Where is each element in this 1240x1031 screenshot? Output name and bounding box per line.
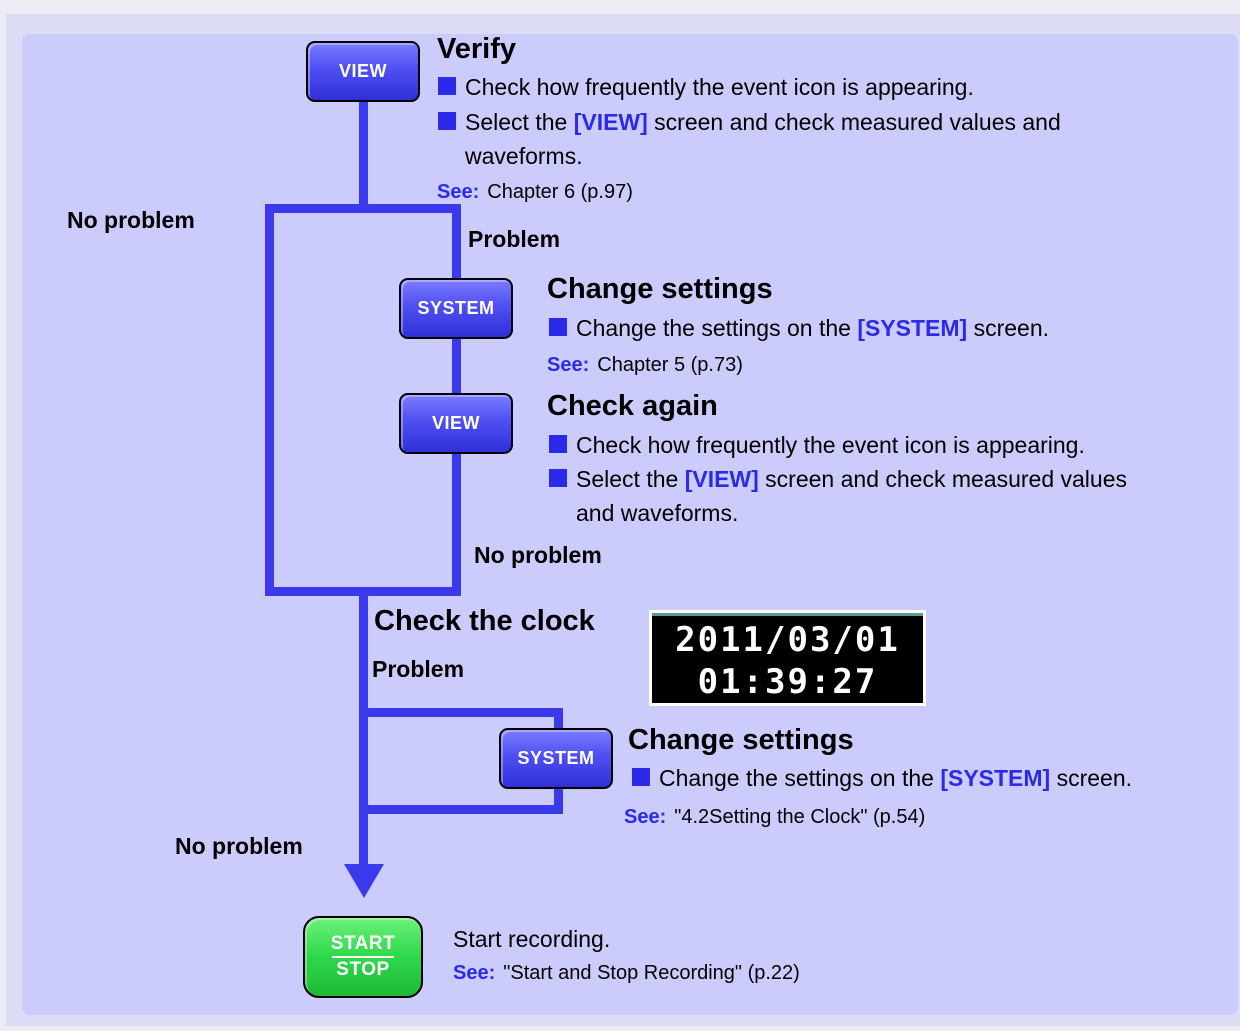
clock-display: 2011/03/01 01:39:27: [649, 610, 926, 706]
check-again-heading: Check again: [547, 390, 718, 422]
change-settings-heading: Change settings: [547, 273, 773, 305]
no-problem-label: No problem: [474, 542, 602, 568]
see-label: See:: [453, 962, 496, 984]
bullet-text-post: screen.: [1050, 765, 1133, 791]
system-screen-link[interactable]: [SYSTEM]: [940, 765, 1051, 791]
see-label: See:: [547, 354, 590, 376]
see-link[interactable]: "Start and Stop Recording" (p.22): [503, 962, 800, 984]
verify-see-reference: See: Chapter 6 (p.97): [437, 181, 633, 204]
system-key-button[interactable]: SYSTEM: [399, 278, 513, 339]
change-settings-see-reference: See: Chapter 5 (p.73): [547, 354, 743, 377]
bullet-icon: [632, 768, 650, 786]
change-settings-heading: Change settings: [628, 724, 854, 756]
clock-display-top-bar: [652, 613, 923, 616]
problem-label: Problem: [468, 226, 561, 252]
start-stop-key-button[interactable]: START STOP: [303, 916, 423, 998]
bullet-text-pre: Change the settings on the: [659, 765, 941, 791]
see-label: See:: [624, 806, 667, 828]
flow-line-main-top: [359, 100, 368, 208]
verify-bullet-2-pre: Select the: [465, 109, 574, 135]
clock-time: 01:39:27: [697, 662, 878, 702]
check-clock-heading: Check the clock: [374, 605, 595, 637]
view-key-button[interactable]: VIEW: [306, 41, 420, 102]
system-key-button[interactable]: SYSTEM: [499, 728, 613, 789]
inner-loop-top: [359, 708, 563, 717]
see-label: See:: [437, 181, 480, 203]
view-screen-link[interactable]: [VIEW]: [684, 466, 759, 492]
start-stop-divider: [332, 956, 394, 958]
no-problem-label: No problem: [67, 207, 195, 233]
bullet-text-post: screen.: [967, 315, 1050, 341]
change-settings-bullet: Change the settings on the [SYSTEM] scre…: [659, 761, 1132, 795]
start-see-reference: See: "Start and Stop Recording" (p.22): [453, 962, 800, 985]
bullet-text-pre: Change the settings on the: [576, 315, 858, 341]
down-arrowhead: [344, 864, 384, 898]
see-link[interactable]: Chapter 6 (p.97): [487, 181, 633, 203]
bullet-text-post: screen and check measured values: [758, 466, 1127, 492]
verify-bullet-2-post: screen and check measured values and: [647, 109, 1061, 135]
check-again-bullet-1: Check how frequently the event icon is a…: [576, 432, 1085, 458]
start-label: START: [330, 933, 396, 954]
verify-heading: Verify: [437, 33, 516, 65]
verify-bullet-2: Select the [VIEW] screen and check measu…: [465, 105, 1061, 139]
outer-loop-left: [265, 204, 274, 596]
view-screen-link[interactable]: [VIEW]: [573, 109, 648, 135]
clock-date: 2011/03/01: [675, 620, 900, 660]
bullet-icon: [549, 318, 567, 336]
flow-line-main-middle: [359, 587, 368, 867]
problem-label: Problem: [372, 656, 465, 682]
check-again-bullet-2-continued: and waveforms.: [576, 500, 739, 526]
change-settings-bullet: Change the settings on the [SYSTEM] scre…: [576, 311, 1049, 345]
system-screen-link[interactable]: [SYSTEM]: [857, 315, 968, 341]
outer-loop-top: [265, 204, 461, 213]
stop-label: STOP: [336, 959, 390, 980]
check-again-bullet-2: Select the [VIEW] screen and check measu…: [576, 462, 1127, 496]
view-key-button[interactable]: VIEW: [399, 393, 513, 454]
bullet-icon: [438, 112, 456, 130]
bullet-icon: [438, 77, 456, 95]
bullet-text-pre: Select the: [576, 466, 685, 492]
inner-loop-bottom: [359, 805, 563, 814]
see-link[interactable]: Chapter 5 (p.73): [597, 354, 743, 376]
flowchart-area: [22, 34, 1238, 1015]
see-link[interactable]: "4.2Setting the Clock" (p.54): [674, 806, 926, 828]
start-recording-text: Start recording.: [453, 926, 611, 952]
bullet-icon: [549, 469, 567, 487]
bullet-icon: [549, 435, 567, 453]
no-problem-label: No problem: [175, 833, 303, 859]
verify-bullet-1: Check how frequently the event icon is a…: [465, 74, 974, 100]
clock-see-reference: See: "4.2Setting the Clock" (p.54): [624, 806, 925, 829]
verify-bullet-2-continued: waveforms.: [465, 143, 583, 169]
